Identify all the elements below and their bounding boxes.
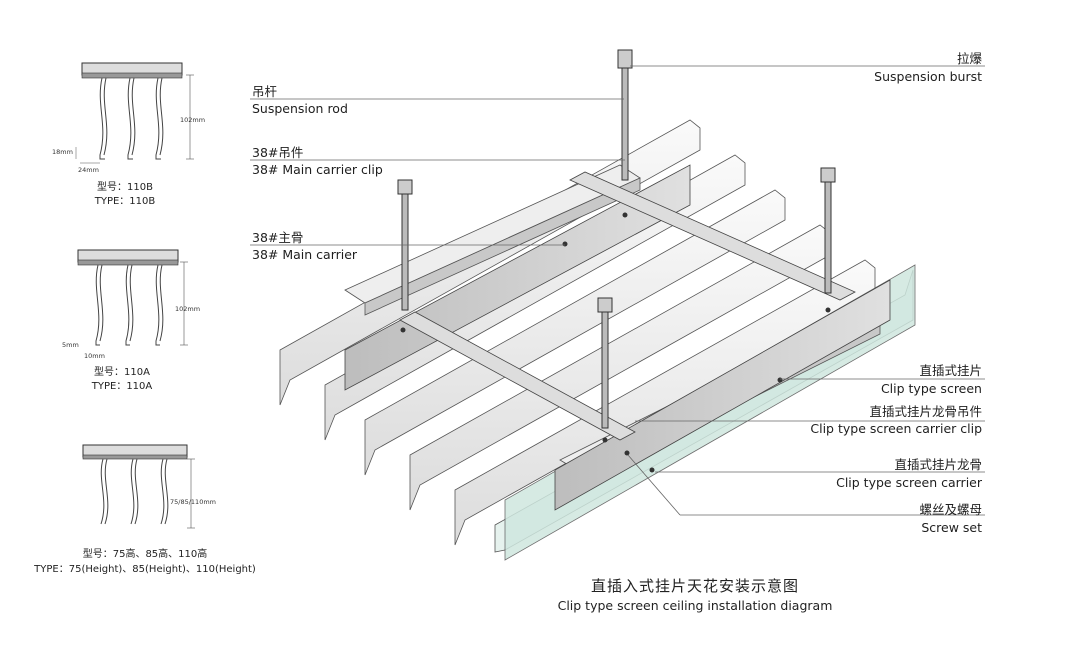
dim-height-110a: 102mm [175, 305, 201, 313]
label-main-carrier-zh: 38#主骨 [252, 230, 304, 245]
dim-width-110b: 24mm [78, 166, 99, 174]
profile-110b-model: 型号：110B [97, 182, 153, 193]
profile-110b-drawing [75, 62, 194, 164]
dim-height-110b: 102mm [180, 116, 206, 124]
profile-height-drawing [82, 444, 195, 529]
label-clip-screen-en: Clip type screen [880, 381, 982, 396]
label-main-carrier-clip-zh: 38#吊件 [252, 145, 304, 160]
label-screw-set-zh: 螺丝及螺母 [919, 502, 982, 517]
label-screw-set-en: Screw set [921, 520, 982, 535]
diagram-title-zh: 直插入式挂片天花安装示意图 [590, 577, 799, 595]
dim-width-110a: 10mm [84, 352, 105, 360]
main-carriers [344, 164, 891, 511]
label-screen-carrier-zh: 直插式挂片龙骨 [894, 457, 982, 472]
profile-height-model: 型号：75高、85高、110高 [82, 549, 208, 560]
profile-height-type: TYPE：75(Height)、85(Height)、110(Height) [34, 564, 256, 575]
profile-110b-type: TYPE：110B [94, 196, 156, 207]
label-suspension-rod-zh: 吊杆 [252, 84, 278, 99]
leader-lines [250, 65, 985, 516]
label-screen-carrier-clip-en: Clip type screen carrier clip [810, 421, 982, 436]
diagram-title-en: Clip type screen ceiling installation di… [557, 598, 833, 613]
label-suspension-burst-zh: 拉爆 [956, 51, 982, 66]
label-screen-carrier-clip-zh: 直插式挂片龙骨吊件 [869, 404, 982, 419]
label-suspension-burst-en: Suspension burst [874, 69, 982, 84]
profile-110a-type: TYPE：110A [91, 381, 153, 392]
profile-110a-drawing [77, 249, 188, 346]
dim-lip-110a: 5mm [62, 341, 79, 349]
dim-lip-110b: 18mm [52, 148, 73, 156]
label-screen-carrier-en: Clip type screen carrier [836, 475, 982, 490]
profile-110a-model: 型号：110A [94, 367, 150, 378]
label-clip-screen-zh: 直插式挂片 [919, 363, 982, 378]
dim-height-multi: 75/85/110mm [170, 498, 216, 506]
label-main-carrier-clip-en: 38# Main carrier clip [252, 162, 383, 177]
label-main-carrier-en: 38# Main carrier [252, 247, 358, 262]
label-suspension-rod-en: Suspension rod [252, 101, 348, 116]
